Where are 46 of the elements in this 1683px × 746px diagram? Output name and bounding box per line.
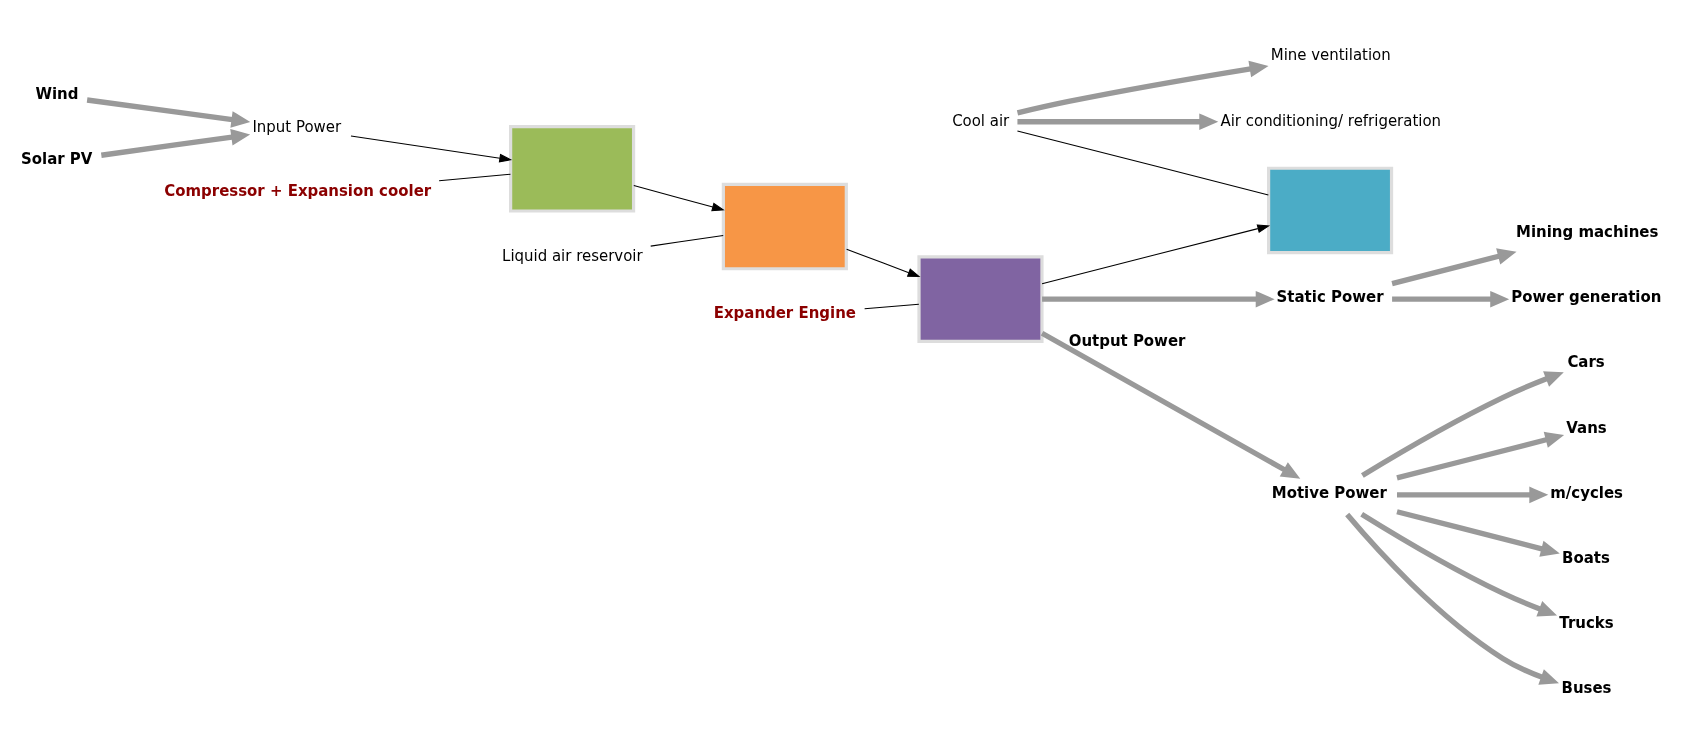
arrow [846,248,921,277]
node-text: Compressor + Expansion cooler [164,181,432,200]
arrow [350,134,513,163]
node-text: Trucks [1559,613,1614,632]
arrow [1391,247,1517,286]
node-text: Boats [1562,548,1610,567]
arrow [1040,330,1301,479]
node-text: Static Power [1276,287,1384,306]
node-text: Power generation [1511,287,1662,306]
arrow [1042,290,1275,307]
node-box [917,254,1044,343]
node-box [1267,166,1394,254]
node-text: Air conditioning/ refrigeration [1220,111,1442,130]
node-text: Buses [1561,678,1612,697]
node-text: Input Power [252,117,342,136]
connector [438,173,511,181]
arrow [1016,60,1269,115]
arrow [86,96,251,128]
node-text: Solar PV [20,149,93,168]
node-text: Vans [1566,418,1607,437]
node-box [721,182,848,270]
connector [864,303,920,309]
node-text: m/cycles [1550,483,1623,502]
node-text: Mining machines [1516,222,1659,241]
arrow [633,184,725,211]
node-text: Liquid air reservoir [502,246,643,265]
node-text: Expander Engine [713,303,856,322]
arrow [1392,290,1510,307]
node-text: Mine ventilation [1270,45,1391,64]
arrow [1396,431,1565,481]
node-text: Cool air [952,111,1010,130]
node-text: Motive Power [1271,483,1387,502]
arrow [100,128,251,158]
arrow [1041,223,1271,284]
edge-label: Output Power [1068,331,1186,350]
connector [1016,129,1269,196]
node-box [509,124,636,213]
arrow [1017,112,1219,130]
node-text: Wind [35,84,79,103]
connector [650,234,724,247]
arrow [1396,508,1560,557]
arrow [1345,512,1559,685]
arrow [1397,486,1549,503]
arrow [1361,370,1564,478]
arrow [1360,511,1558,617]
node-text: Cars [1567,352,1605,371]
